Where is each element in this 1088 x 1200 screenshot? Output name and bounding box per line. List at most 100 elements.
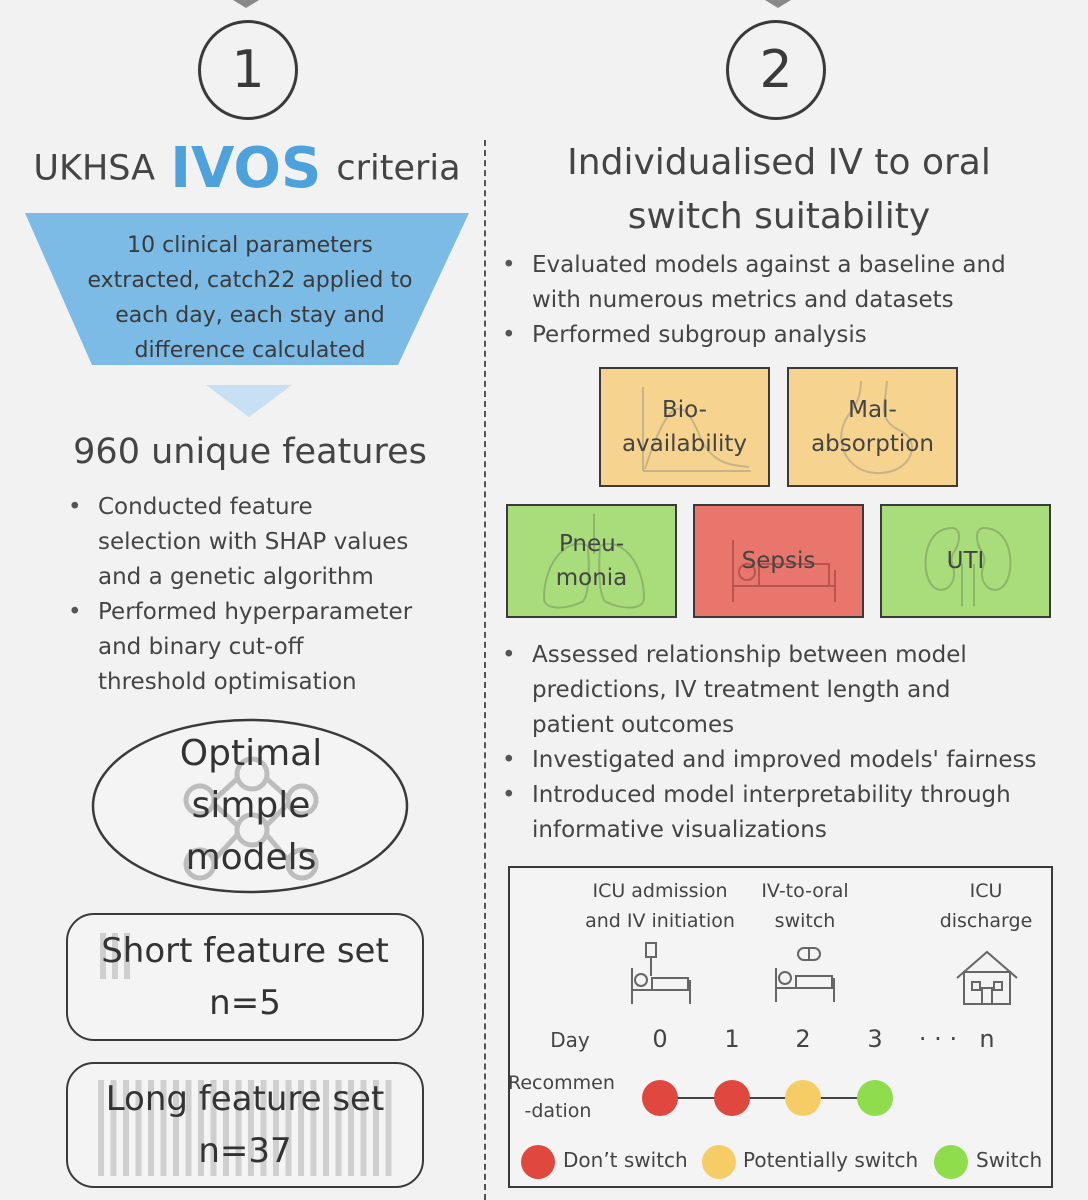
pill-bed-icon: [775, 947, 835, 1002]
bullet-line: informative visualizations: [532, 817, 827, 843]
bullet-item: Evaluated models against a baseline and …: [500, 248, 1080, 318]
feature-bars-icon: [98, 1080, 392, 1176]
step2-title-line: Individualised IV to oral: [567, 142, 991, 183]
feature-bars-icon: [100, 933, 130, 979]
bullet-line: patient outcomes: [532, 712, 735, 738]
ivos-title-highlight: IVOS: [170, 136, 322, 201]
bullet-line: Investigated and improved models' fairne…: [532, 747, 1037, 773]
bullet-line: predictions, IV treatment length and: [532, 677, 951, 703]
funnel-line: difference calculated: [134, 338, 366, 363]
kidneys-icon: [924, 526, 1012, 606]
subgroup-label-line: monia: [555, 565, 628, 591]
subgroup-uti: UTI: [880, 504, 1051, 618]
bullet-item: Performed hyperparameter and binary cut-…: [66, 595, 476, 700]
day-value: 3: [867, 1025, 883, 1053]
legend-label: Potentially switch: [743, 1148, 919, 1172]
subgroup-label: Bio-availability: [622, 393, 747, 461]
ivos-title-right: criteria: [336, 148, 461, 189]
funnel-line: 10 clinical parameters: [127, 233, 373, 258]
column-divider: [484, 140, 486, 1200]
legend-label: Switch: [976, 1148, 1043, 1172]
hospital-bed-icon: [732, 540, 836, 602]
funnel-line: each day, each stay and: [115, 303, 385, 328]
subgroup-sepsis: Sepsis: [693, 504, 864, 618]
step2-title: Individualised IV to oral switch suitabi…: [494, 136, 1064, 244]
recommendation-label-line: Recommen: [508, 1072, 615, 1094]
bullet-item: Conducted feature selection with SHAP va…: [66, 490, 476, 595]
bullet-item: Performed subgroup analysis: [500, 318, 1080, 353]
house-icon: [956, 950, 1018, 1005]
recommendation-dot: [714, 1080, 750, 1116]
bullet-line: with numerous metrics and datasets: [532, 287, 954, 313]
subgroup-malabsorption: Mal-absorption: [787, 367, 958, 487]
recommendation-label-line: -dation: [524, 1100, 592, 1122]
lungs-icon: [542, 514, 646, 609]
subgroup-label: Sepsis: [741, 548, 816, 574]
subgroup-bioavailability: Bio-availability: [599, 367, 770, 487]
optimal-models-ellipse: [91, 718, 409, 894]
subgroup-pneumonia: Pneu-monia: [506, 504, 677, 618]
timeline-panel: [508, 866, 1053, 1188]
long-feature-set-box: Long feature set n=37: [66, 1062, 424, 1188]
subgroup-label-line: Mal-: [848, 397, 897, 423]
bullet-line: Conducted feature: [98, 494, 313, 520]
event-line: ICU: [969, 880, 1003, 902]
optimal-line: simple: [191, 785, 311, 826]
chart-icon: [642, 387, 751, 472]
ivos-title: UKHSA IVOS criteria: [0, 136, 494, 201]
event-line: ICU admission: [592, 880, 728, 902]
optimal-line: models: [185, 837, 317, 878]
step2-top-bullets: Evaluated models against a baseline and …: [500, 248, 1080, 353]
subgroup-label-line: availability: [621, 431, 748, 457]
subgroup-label-line: absorption: [811, 431, 934, 457]
short-feature-set-box: Short feature set n=5: [66, 913, 424, 1041]
funnel-line: extracted, catch22 applied to: [87, 268, 413, 293]
subgroup-label: Pneu-monia: [556, 527, 628, 595]
bullet-item: Assessed relationship between model pred…: [500, 638, 1080, 743]
bullet-line: Evaluated models against a baseline and: [532, 252, 1006, 278]
subgroup-label: Mal-absorption: [811, 393, 934, 461]
recommendation-dot: [642, 1080, 678, 1116]
bullet-line: Introduced model interpretability throug…: [532, 782, 1011, 808]
iv-bed-icon: [631, 942, 691, 1004]
day-value: 1: [724, 1025, 740, 1053]
optimal-line: Optimal: [179, 733, 323, 774]
legend-label: Don’t switch: [563, 1148, 688, 1172]
event-line: and IV initiation: [585, 910, 735, 932]
optimal-models-text: Optimal simple models: [90, 728, 412, 884]
step2-bottom-bullets: Assessed relationship between model pred…: [500, 638, 1080, 848]
recommendation-line: [660, 1097, 876, 1099]
recommendation-dot: [785, 1080, 821, 1116]
stomach-icon: [840, 380, 913, 475]
step-1-number-text: 1: [231, 40, 265, 100]
event-line: IV-to-oral: [761, 880, 849, 902]
bullet-line: threshold optimisation: [98, 669, 357, 695]
day-value: n: [979, 1025, 995, 1053]
funnel-shape: [25, 213, 469, 417]
step2-title-line: switch suitability: [627, 196, 931, 237]
short-feature-set-n: n=5: [209, 983, 281, 1023]
day-value: 2: [795, 1025, 811, 1053]
event-admission: ICU admission and IV initiation: [570, 876, 750, 936]
subgroup-label-line: Pneu-: [558, 531, 625, 557]
bullet-item: Introduced model interpretability throug…: [500, 778, 1080, 848]
day-label: Day: [550, 1028, 590, 1052]
event-discharge: ICU discharge: [926, 876, 1046, 936]
event-line: discharge: [939, 910, 1033, 932]
legend-dot: [702, 1145, 736, 1179]
legend-dot: [934, 1145, 968, 1179]
long-feature-set-title: Long feature set: [105, 1079, 385, 1119]
bullet-item: Investigated and improved models' fairne…: [500, 743, 1080, 778]
features-title: 960 unique features: [73, 432, 427, 472]
bullet-line: Assessed relationship between model: [532, 642, 967, 668]
recommendation-dot: [857, 1080, 893, 1116]
legend-dot: [521, 1145, 555, 1179]
short-feature-set-title: Short feature set: [101, 931, 389, 971]
long-feature-set-n: n=37: [198, 1131, 292, 1171]
subgroup-label: UTI: [946, 548, 985, 574]
bullet-line: and binary cut-off: [98, 634, 304, 660]
step-2-number-text: 2: [759, 40, 793, 100]
top-arrows: [233, 0, 791, 8]
bullet-line: and a genetic algorithm: [98, 564, 374, 590]
subgroup-label-line: Bio-: [662, 397, 707, 423]
